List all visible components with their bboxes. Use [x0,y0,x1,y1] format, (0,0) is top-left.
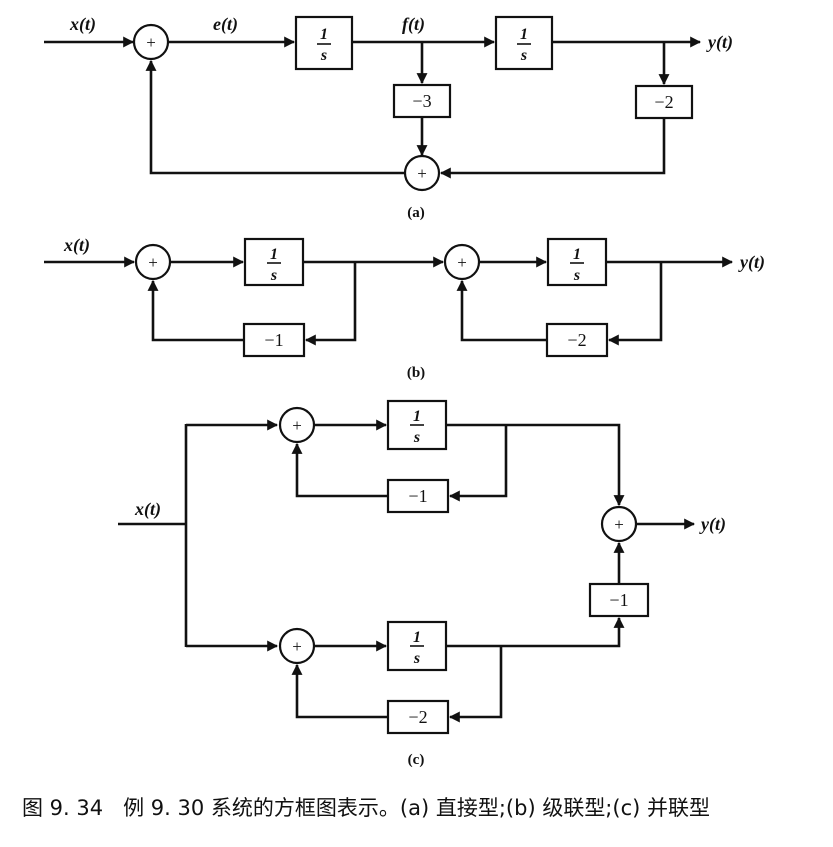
summer-b1: + [134,243,172,281]
summer-b2: + [443,243,481,281]
gain-c-top-value: −1 [408,486,427,506]
gain-b2-value: −2 [567,330,586,350]
error-label-a: e(t) [213,14,238,35]
summer-c-out: + [600,505,638,543]
integrator-a2-den: s [520,47,527,64]
integrator-c1-den: s [413,429,420,446]
figure-caption: 图 9. 34 例 9. 30 系统的方框图表示。(a) 直接型;(b) 级联型… [22,796,710,820]
summer-a1: + [132,23,170,61]
gain-b1-value: −1 [264,330,283,350]
gain-a-f-value: −3 [412,91,431,111]
summer-sign-c1: + [292,416,302,435]
integrator-c2-den: s [413,650,420,667]
feedback-line-b2 [456,279,547,342]
gain-a-f: −3 [392,83,452,119]
summer-c1: + [278,406,316,444]
feedback-line-a [145,59,405,175]
gain-a-y: −2 [634,84,694,120]
integrator-a1-den: s [320,47,327,64]
gain-c-out-value: −1 [609,590,628,610]
f-label-a: f(t) [402,14,425,35]
summer-sign-a2: + [417,164,427,183]
tap-line-c2 [448,646,503,723]
output-label-b: y(t) [738,252,765,273]
subfigure-label-c: (c) [408,752,425,768]
diagram-b: x(t) + 1 s −1 + 1 s [44,235,765,381]
output-label-c: y(t) [699,514,726,535]
summer-a2: + [403,154,441,192]
subfigure-label-a: (a) [407,205,425,221]
integrator-b1-den: s [270,267,277,284]
integrator-a1-num: 1 [320,26,328,43]
gain-b1: −1 [242,322,306,358]
integrator-b2-num: 1 [573,246,581,263]
summer-sign-c-out: + [614,515,624,534]
feedback-line-c2 [291,663,388,719]
integrator-c2: 1 s [386,620,448,672]
input-label-c: x(t) [134,499,161,520]
gain-a-y-out [439,118,666,179]
integrator-b2-den: s [573,267,580,284]
gain-c-bottom: −2 [386,699,450,735]
tap-line-c1 [448,425,508,502]
gain-b2: −2 [545,322,609,358]
summer-sign-b2: + [457,253,467,272]
summer-sign-a1: + [146,33,156,52]
integrator-b2: 1 s [546,237,608,287]
diagram-a: x(t) + e(t) 1 s f(t) 1 s y(t) −3 [44,14,733,221]
integrator-b1-num: 1 [270,246,278,263]
gain-c-bottom-value: −2 [408,707,427,727]
input-label-a: x(t) [69,14,96,35]
summer-c2: + [278,627,316,665]
gain-a-y-value: −2 [654,92,673,112]
integrator-c1: 1 s [386,399,448,451]
integrator-a2: 1 s [494,15,554,71]
upper-branch-out [446,423,625,507]
summer-sign-b1: + [148,253,158,272]
block-diagram-figure: x(t) + e(t) 1 s f(t) 1 s y(t) −3 [44,14,765,768]
tap-line-b2 [607,262,663,346]
diagram-c: x(t) + 1 s −1 + y(t) [118,399,726,768]
summer-sign-c2: + [292,637,302,656]
subfigure-label-b: (b) [407,365,425,381]
integrator-c1-num: 1 [413,408,421,425]
tap-line-b1 [304,262,357,346]
output-label-a: y(t) [706,32,733,53]
integrator-a2-num: 1 [520,26,528,43]
feedback-line-b1 [147,279,244,342]
integrator-a1: 1 s [294,15,354,71]
input-label-b: x(t) [63,235,90,256]
lower-branch-out [446,616,625,648]
gain-c-out: −1 [588,582,650,618]
feedback-line-c1 [291,442,388,498]
gain-c-top: −1 [386,478,450,514]
integrator-c2-num: 1 [413,629,421,646]
integrator-b1: 1 s [243,237,305,287]
